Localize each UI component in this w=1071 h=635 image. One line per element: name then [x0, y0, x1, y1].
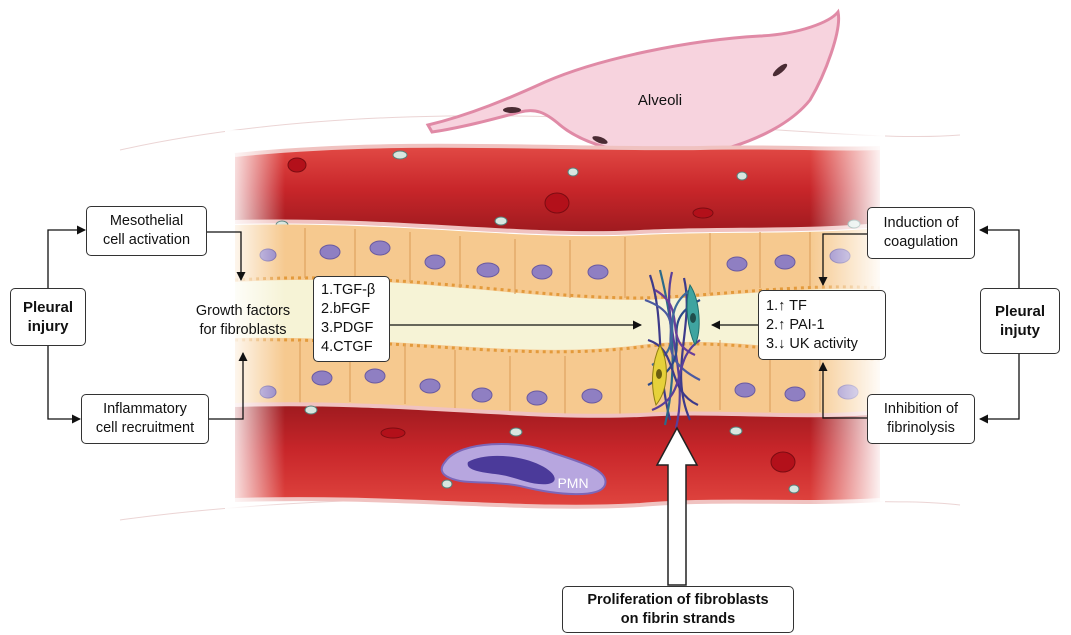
coagulation-factors-box: 1.↑ TF 2.↑ PAI-1 3.↓ UK activity [758, 290, 886, 360]
alveoli-shape [428, 12, 839, 157]
pleural-injury-right-box: Pleural injuty [980, 288, 1060, 354]
inflammatory-recruitment-box: Inflammatory cell recruitment [81, 394, 209, 444]
fibrinolysis-box: Inhibition of fibrinolysis [867, 394, 975, 444]
growth-factor-list-box: 1.TGF-β 2.bFGF 3.PDGF 4.CTGF [313, 276, 390, 362]
upper-vessel [235, 146, 880, 233]
growth-factors-label: Growth factors for fibroblasts [183, 302, 303, 340]
coagulation-box: Induction of coagulation [867, 207, 975, 259]
pleural-injury-left-box: Pleural injury [10, 288, 86, 346]
proliferation-box: Proliferation of fibroblasts on fibrin s… [562, 586, 794, 633]
mesothelial-activation-box: Mesothelial cell activation [86, 206, 207, 256]
alveoli-label: Alveoli [620, 91, 700, 110]
pmn-label: PMN [553, 474, 593, 493]
